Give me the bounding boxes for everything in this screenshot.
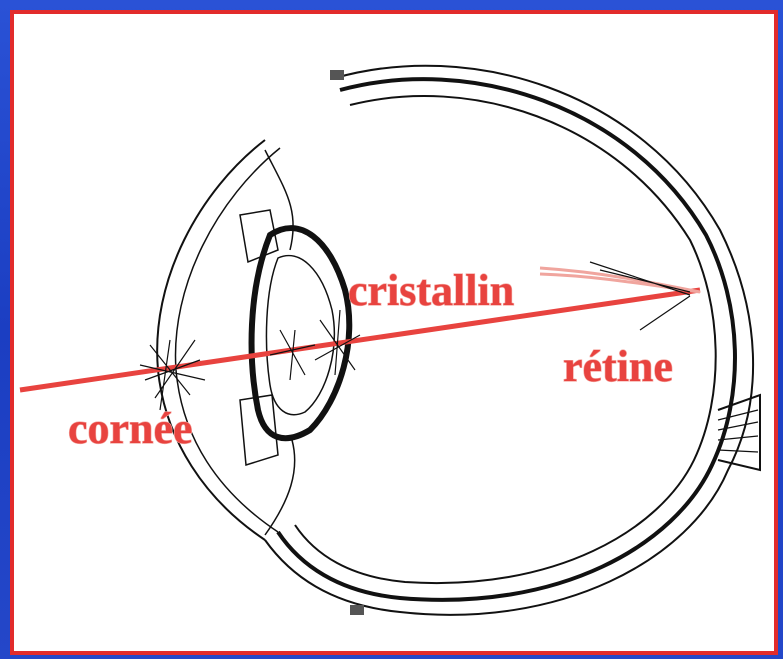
cornea-refraction-mark — [140, 340, 205, 410]
lens-inner — [266, 256, 334, 415]
cornea-inner — [175, 148, 280, 532]
label-cornee: cornée — [68, 404, 193, 453]
label-retine: rétine — [563, 342, 673, 391]
ciliary-lower — [265, 440, 295, 535]
lens-refraction-mark-1 — [270, 330, 315, 380]
label-cristallin: cristallin — [348, 266, 514, 315]
eyeball — [157, 66, 760, 615]
